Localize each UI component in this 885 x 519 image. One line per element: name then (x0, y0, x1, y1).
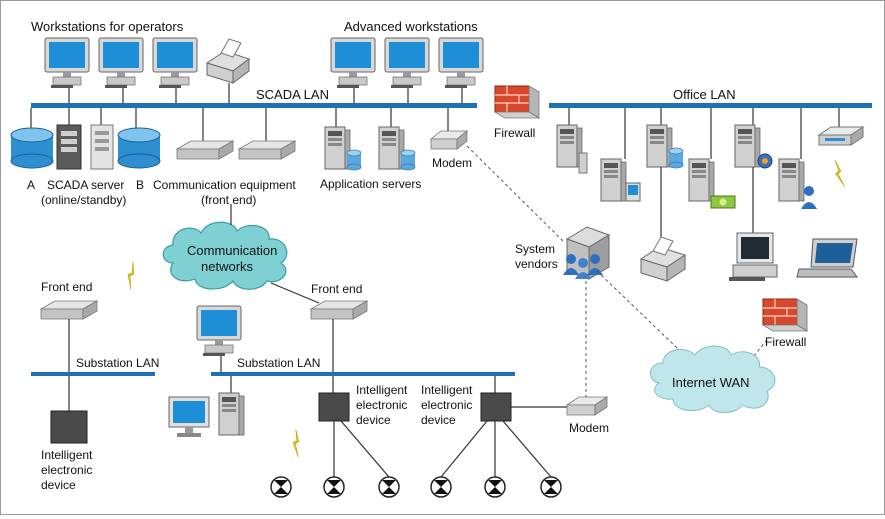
sensor-icon (430, 476, 452, 498)
wireless-lightning-icon (118, 261, 145, 290)
database-b-icon (117, 127, 161, 169)
scada-server-icon (56, 124, 114, 170)
label-ied-left-2: electronic (41, 463, 92, 477)
advanced-workstations (330, 37, 484, 89)
label-scada-server-state: (online/standby) (41, 193, 126, 207)
label-ied-center-2: electronic (356, 398, 407, 412)
printer-icon (205, 38, 251, 84)
workstation-monitor-icon (98, 37, 144, 89)
label-modem-bottom: Modem (569, 421, 609, 435)
workstation-monitor-icon (44, 37, 90, 89)
label-front-end-right: Front end (311, 282, 362, 296)
office-laptop-icon (796, 238, 858, 278)
sensor-icon (378, 476, 400, 498)
workstation-monitor-icon (152, 37, 198, 89)
substation-monitor-icon (168, 396, 210, 437)
internet-wan-cloud (650, 345, 776, 413)
label-scada-lan: SCADA LAN (256, 87, 329, 102)
office-lan-bar (549, 103, 872, 108)
label-system-vendors: System (515, 242, 555, 256)
office-camera-server-icon (734, 124, 773, 169)
ied-box-icon (50, 410, 88, 444)
label-advanced-workstations: Advanced workstations (344, 19, 478, 34)
sensor-icon (484, 476, 506, 498)
front-end-icon (40, 300, 98, 320)
label-substation-lan-right: Substation LAN (237, 356, 320, 370)
substation-lan-bar-right (211, 372, 515, 376)
label-ied-right-2: electronic (421, 398, 472, 412)
label-ied-center-3: device (356, 413, 391, 427)
label-internet-wan: Internet WAN (672, 375, 750, 390)
sensor-icon (323, 476, 345, 498)
label-comm-networks: Communication (187, 243, 277, 258)
label-front-end-left: Front end (41, 280, 92, 294)
label-ied-left-3: device (41, 478, 76, 492)
sensor-icon (270, 476, 292, 498)
label-ied-right-1: Intelligent (421, 383, 473, 397)
workstation-monitor-icon (384, 37, 430, 89)
front-end-icon (310, 300, 368, 320)
comm-equipment-icon (238, 140, 296, 160)
office-money-pc-icon (688, 158, 736, 209)
scada-lan-bar (31, 103, 477, 108)
modem-icon (565, 396, 609, 416)
substation-workstation-icon (196, 305, 242, 357)
comm-equipment-icon (176, 140, 234, 160)
label-firewall-right: Firewall (765, 335, 806, 349)
wireless-lightning-icon (285, 429, 309, 458)
ied-box-icon (480, 392, 512, 422)
database-a-icon (10, 127, 54, 169)
office-db-server-icon (646, 124, 684, 169)
operator-workstations (44, 37, 251, 89)
label-office-lan: Office LAN (673, 87, 736, 102)
office-user-pc-icon (778, 158, 817, 209)
label-modem-top: Modem (432, 156, 472, 170)
firewall-icon (762, 298, 808, 332)
label-system-vendors-sub: vendors (515, 257, 558, 271)
sensor-icon (540, 476, 562, 498)
label-comm-equipment-sub: (front end) (201, 193, 256, 207)
label-ied-left-1: Intelligent (41, 448, 93, 462)
application-server-icon (378, 126, 416, 171)
label-db-a: A (27, 178, 35, 192)
label-comm-equipment: Communication equipment (153, 178, 296, 192)
firewall-icon (494, 85, 540, 119)
office-desktop-icon (729, 232, 778, 281)
application-server-icon (324, 126, 362, 171)
office-server-icon (556, 124, 588, 174)
label-substation-lan-left: Substation LAN (76, 356, 159, 370)
label-comm-networks-sub: networks (201, 259, 254, 274)
substation-server-icon (218, 392, 245, 436)
modem-icon (429, 130, 469, 150)
label-firewall-top: Firewall (494, 126, 535, 140)
substation-lan-bar-left (31, 372, 155, 376)
communication-networks-cloud (162, 221, 288, 290)
label-scada-server: SCADA server (47, 178, 124, 192)
ied-box-icon (318, 392, 350, 422)
office-printer-icon (639, 236, 687, 282)
workstation-monitor-icon (330, 37, 376, 89)
label-ied-right-3: device (421, 413, 456, 427)
label-ied-center-1: Intelligent (356, 383, 408, 397)
label-db-b: B (136, 178, 144, 192)
label-workstations-operators: Workstations for operators (31, 19, 184, 34)
workstation-monitor-icon (438, 37, 484, 89)
office-pc-icon (600, 158, 641, 202)
wireless-lightning-icon (830, 159, 849, 187)
label-application-servers: Application servers (320, 177, 421, 191)
office-router-icon (817, 126, 865, 146)
system-vendors-icon (563, 226, 611, 280)
